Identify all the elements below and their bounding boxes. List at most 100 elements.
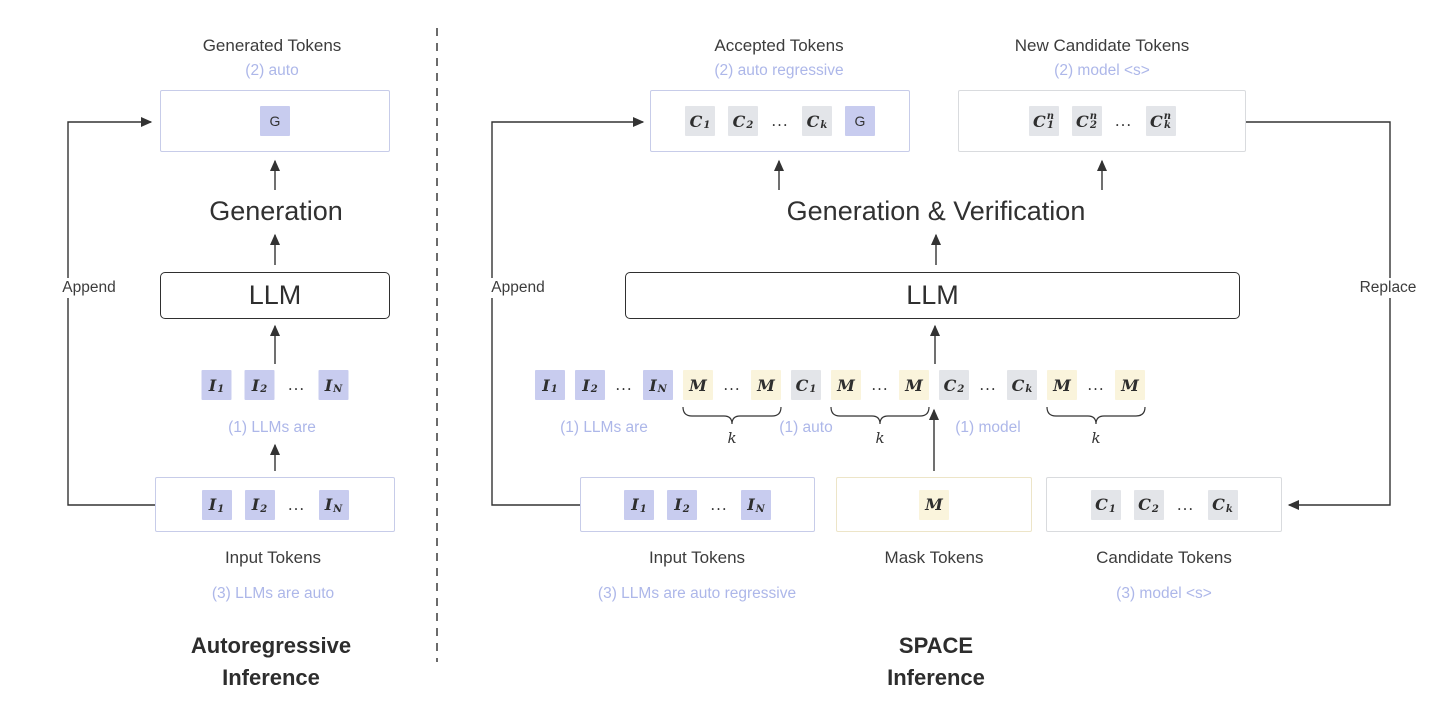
replace-label: Replace: [1355, 278, 1421, 298]
token-subscript: N: [755, 503, 765, 515]
input-tokens-caption-left: (3) LLMs are auto: [211, 585, 335, 602]
token-subscript: 2: [957, 384, 965, 395]
input-tokens-caption-right: (3) LLMs are auto regressive: [597, 585, 797, 602]
token-base: C: [1150, 111, 1163, 131]
token-base: I: [324, 495, 333, 514]
token-subscript: 2: [1090, 120, 1097, 131]
token: ...: [723, 370, 741, 400]
token: ...: [979, 370, 997, 400]
token-base: ...: [287, 495, 306, 514]
context-caption-model: (1) model: [955, 419, 1021, 436]
token-subscript: 2: [260, 503, 268, 515]
k-label-3: k: [1091, 429, 1101, 447]
token-superscript: n: [1089, 111, 1098, 122]
token-subscript: 1: [1047, 120, 1054, 131]
token-base: M: [1053, 375, 1071, 395]
token: M: [831, 370, 861, 400]
token: M: [899, 370, 929, 400]
token-base: M: [1121, 375, 1139, 395]
left-title-line1: Autoregressive: [190, 633, 352, 658]
token: M: [1115, 370, 1145, 400]
token-subscript: 1: [639, 503, 647, 515]
k-label-2: k: [875, 429, 885, 447]
append-label-left: Append: [58, 278, 120, 298]
llm-box-right: LLM: [625, 272, 1240, 319]
token: ...: [1115, 106, 1133, 136]
token: ...: [288, 370, 306, 400]
mask-tokens-box: M: [836, 477, 1032, 532]
context-caption-left: (1) LLMs are: [228, 419, 316, 436]
token-base: ...: [1114, 112, 1133, 130]
token: G: [845, 106, 875, 136]
token-subscript: 2: [590, 384, 598, 395]
token-subscript: N: [657, 384, 667, 395]
token-subscript: 1: [217, 503, 225, 515]
token-base: ...: [871, 376, 889, 394]
append-label-right: Append: [487, 278, 549, 298]
token-base: G: [854, 113, 866, 129]
token: M: [1047, 370, 1077, 400]
token-base: C: [689, 111, 703, 131]
token-subscript: 2: [260, 384, 268, 395]
token: ...: [871, 370, 889, 400]
token-base: I: [747, 495, 755, 514]
token-base: I: [208, 495, 217, 514]
input-tokens-title-right: Input Tokens: [648, 548, 746, 567]
token-subscript: N: [333, 503, 343, 515]
token-subscript: N: [333, 384, 343, 395]
replace-path: [1246, 121, 1391, 511]
token-base: ...: [287, 376, 306, 394]
token-base: I: [631, 495, 639, 514]
token: M: [751, 370, 781, 400]
token-base: ...: [615, 376, 633, 394]
token-base: ...: [771, 112, 789, 130]
token-base: C: [732, 111, 746, 131]
token-subscript: 1: [550, 384, 558, 395]
token-base: ...: [710, 495, 728, 514]
underbrace-2: [830, 406, 930, 425]
context-caption-auto: (1) auto: [779, 419, 833, 436]
token-base: I: [542, 375, 550, 395]
append-path-right: [491, 116, 645, 506]
token-base: I: [251, 375, 260, 395]
token-base: ...: [1087, 376, 1105, 394]
context-caption-input: (1) LLMs are: [560, 419, 648, 436]
token-base: M: [689, 375, 707, 395]
token-subscript: k: [1164, 120, 1171, 131]
token-base: M: [837, 375, 855, 395]
right-title-line1: SPACE: [898, 633, 974, 658]
token-base: G: [269, 113, 281, 129]
token-base: C: [1095, 495, 1108, 514]
token-subscript: 2: [1151, 503, 1159, 515]
token-base: I: [582, 375, 590, 395]
right-title-line2: Inference: [887, 665, 985, 690]
token-subscript: 1: [809, 384, 817, 395]
token-base: ...: [723, 376, 741, 394]
token-base: C: [1076, 111, 1089, 131]
token-base: I: [674, 495, 682, 514]
llm-box-left: LLM: [160, 272, 390, 319]
token: ...: [1087, 370, 1105, 400]
token-superscript: n: [1046, 111, 1055, 122]
token-base: M: [925, 495, 943, 514]
underbrace-3: [1046, 406, 1146, 425]
token-subscript: 1: [1108, 503, 1116, 515]
token: ...: [288, 490, 306, 520]
token-base: I: [251, 495, 260, 514]
